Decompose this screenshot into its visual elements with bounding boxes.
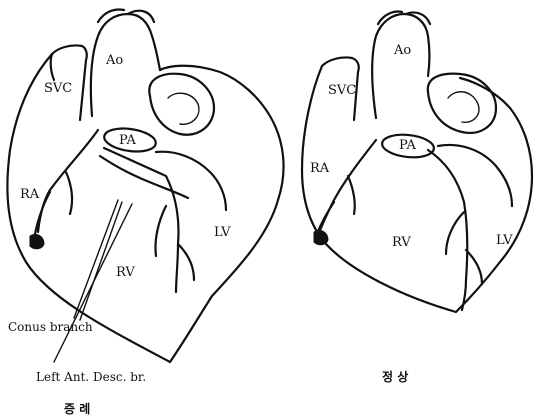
- right-heart-outline: [302, 66, 532, 312]
- left-annotation-lad: Left Ant. Desc. br.: [36, 370, 146, 384]
- right-left-atrium: [428, 74, 496, 133]
- left-label-ao: Ao: [105, 53, 123, 68]
- right-label-ra: RA: [310, 161, 330, 176]
- left-label-rv: RV: [116, 265, 135, 280]
- left-annotation-conus: Conus branch: [8, 320, 93, 334]
- left-ra-appendage: [30, 234, 44, 248]
- left-circumflex: [156, 152, 226, 210]
- right-heart: Ao SVC PA RA LV RV 정 상: [302, 12, 532, 385]
- left-heart-outline: [7, 54, 283, 362]
- right-right-coronary: [316, 140, 376, 236]
- left-heart: Ao SVC PA RA LV RV Conus branch Left Ant…: [7, 10, 283, 417]
- left-left-atrium: [149, 74, 214, 135]
- right-aorta: [372, 14, 429, 118]
- right-caption: 정 상: [382, 369, 408, 384]
- right-label-ao: Ao: [393, 43, 411, 58]
- left-label-ra: RA: [20, 187, 40, 202]
- right-atrium-inner: [448, 92, 479, 123]
- right-label-lv: LV: [496, 233, 513, 248]
- left-right-coronary: [34, 130, 98, 240]
- right-label-pa: PA: [399, 138, 417, 153]
- left-conus-branch-vessel: [100, 156, 188, 198]
- left-label-pa: PA: [119, 133, 137, 148]
- left-atrium-inner: [168, 93, 199, 124]
- left-pointer-lad: [54, 204, 132, 362]
- left-label-lv: LV: [214, 225, 231, 240]
- right-ra-appendage: [314, 230, 328, 244]
- left-pointer-conus: [74, 200, 122, 320]
- right-label-rv: RV: [392, 235, 411, 250]
- left-caption: 증 례: [64, 401, 90, 416]
- left-label-svc: SVC: [44, 81, 72, 96]
- right-circumflex: [438, 145, 512, 206]
- right-label-svc: SVC: [328, 83, 356, 98]
- right-lad-vessel: [428, 150, 482, 310]
- left-aorta-top: [98, 10, 154, 23]
